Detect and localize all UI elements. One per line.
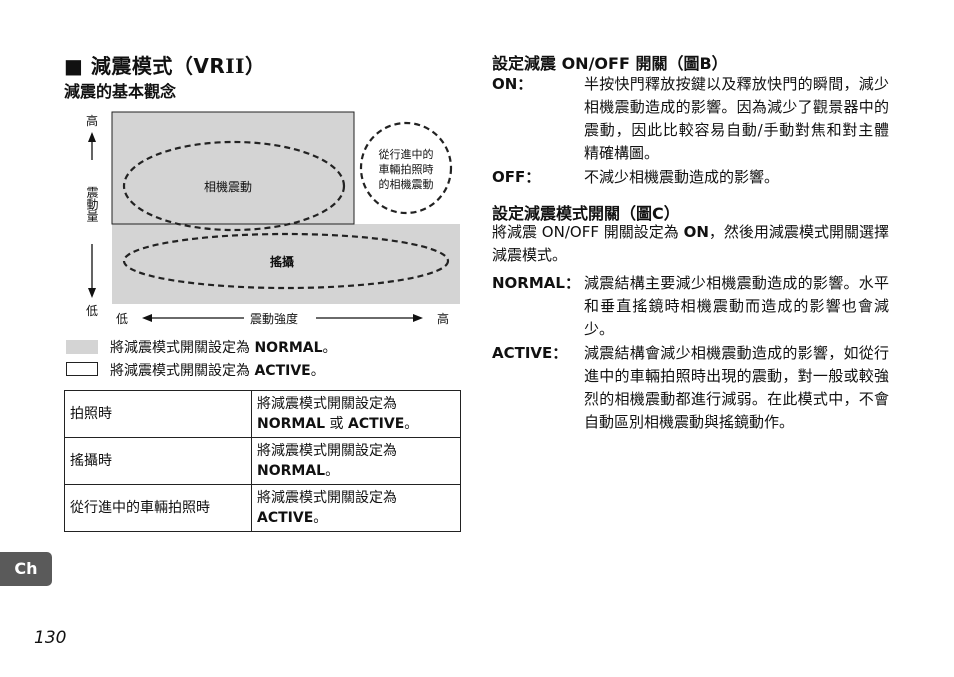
table-cell-setting: 將減震模式開關設定為 NORMAL。 [251, 437, 461, 485]
table-row: 拍照時 將減震模式開關設定為 NORMAL 或 ACTIVE。 [64, 390, 461, 438]
off-description: 不減少相機震動造成的影響。 [584, 168, 780, 186]
arrow-left-icon [142, 314, 152, 322]
vr-concept-diagram [88, 111, 460, 322]
table-row: 從行進中的車輛拍照時 將減震模式開關設定為 ACTIVE。 [64, 484, 461, 532]
x-axis-left-label: 低 [116, 312, 129, 326]
normal-term: NORMAL： [492, 274, 580, 292]
legend-swatch-normal [66, 340, 98, 354]
section-title: ■ 減震模式（VRII） [64, 54, 266, 78]
active-term: ACTIVE： [492, 344, 568, 362]
arrow-down-icon [88, 288, 96, 298]
legend-swatch-active [66, 362, 98, 376]
table-cell-situation: 搖攝時 [64, 437, 252, 485]
y-axis-bottom-label: 低 [85, 304, 98, 318]
off-term: OFF： [492, 168, 541, 186]
x-axis-right-label: 高 [437, 312, 450, 326]
legend-normal: 將減震模式開關設定為 NORMAL。 [110, 340, 337, 356]
page-number: 130 [34, 628, 67, 648]
panning-ellipse [122, 232, 450, 290]
mode-table: 拍照時 將減震模式開關設定為 NORMAL 或 ACTIVE。 搖攝時 將減震模… [64, 390, 461, 532]
y-axis-top-label: 高 [85, 114, 98, 128]
active-description: 減震結構會減少相機震動造成的影響，如從行進中的車輛拍照時出現的震動，對一般或較強… [584, 344, 889, 431]
normal-description: 減震結構主要減少相機震動造成的影響。水平和垂直搖鏡時相機震動而造成的影響也會減少… [584, 274, 889, 338]
vehicle-shake-ellipse [359, 121, 453, 215]
table-row: 搖攝時 將減震模式開關設定為 NORMAL。 [64, 437, 461, 485]
table-cell-setting: 將減震模式開關設定為 NORMAL 或 ACTIVE。 [251, 390, 461, 438]
on-description: 半按快門釋放按鍵以及釋放快門的瞬間，減少相機震動造成的影響。因為減少了觀景器中的… [584, 75, 889, 162]
arrow-up-icon [88, 132, 96, 142]
arrow-right-icon [413, 314, 423, 322]
table-cell-setting: 將減震模式開關設定為 ACTIVE。 [251, 484, 461, 532]
mode-intro: 將減震 ON/OFF 開關設定為 ON，然後用減震模式開關選擇減震模式。 [492, 223, 889, 264]
y-axis-label: 震動量 [85, 186, 99, 222]
on-term: ON： [492, 75, 533, 93]
table-cell-situation: 拍照時 [64, 390, 252, 438]
table-cell-situation: 從行進中的車輛拍照時 [64, 484, 252, 532]
camera-region-outline [111, 111, 355, 225]
x-axis-label: 震動強度 [250, 312, 299, 326]
section-title-onoff: 設定減震 ON/OFF 開關（圖B） [492, 54, 728, 73]
panning-label: 搖攝 [270, 255, 295, 269]
subtitle: 減震的基本觀念 [64, 82, 177, 101]
vehicle-shake-label: 從行進中的 車輛拍照時 的相機震動 [378, 148, 434, 191]
active-region [354, 112, 460, 224]
language-tab: Ch [0, 552, 52, 586]
section-title-mode: 設定減震模式開關（圖C） [492, 204, 680, 223]
camera-shake-ellipse [122, 140, 346, 232]
legend-active: 將減震模式開關設定為 ACTIVE。 [110, 363, 325, 379]
camera-shake-label: 相機震動 [204, 180, 253, 194]
